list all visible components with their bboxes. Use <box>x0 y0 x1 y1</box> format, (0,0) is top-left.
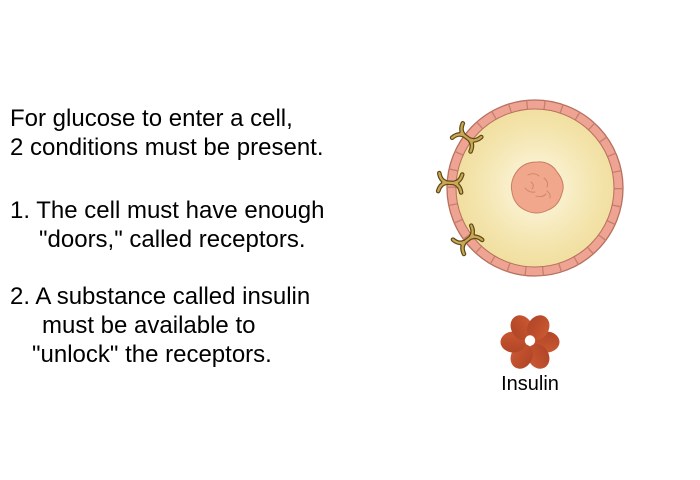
intro-paragraph: For glucose to enter a cell, 2 condition… <box>10 104 430 162</box>
condition-1-line-1: 1. The cell must have enough <box>10 197 325 224</box>
insulin-receptor-1 <box>449 121 484 154</box>
nucleus-body <box>510 161 564 214</box>
insulin-petal <box>527 343 550 369</box>
condition-1-line-2: "doors," called receptors. <box>39 226 306 253</box>
receptor-fill <box>437 172 464 194</box>
condition-2-line-3: "unlock" the receptors. <box>32 341 272 368</box>
insulin-label: Insulin <box>501 373 559 395</box>
insulin-petal <box>510 315 533 341</box>
nucleus-texture <box>524 173 551 199</box>
intro-line-2: 2 conditions must be present. <box>10 134 324 161</box>
condition-1: 1. The cell must have enough "doors," ca… <box>10 196 430 254</box>
condition-2-line-2: must be available to <box>42 312 256 339</box>
body-text: For glucose to enter a cell, 2 condition… <box>10 104 430 369</box>
intro-line-1: For glucose to enter a cell, <box>10 105 293 132</box>
insulin-center-hole <box>524 335 536 346</box>
insulin-flower <box>500 315 560 369</box>
receptor-fill <box>451 122 483 153</box>
nucleus <box>510 161 564 214</box>
receptor-fill <box>451 224 484 256</box>
condition-2: 2. A substance called insulin must be av… <box>10 282 430 369</box>
cell-illustration <box>435 99 624 277</box>
insulin-petal <box>527 315 550 341</box>
insulin-molecule <box>500 315 560 369</box>
membrane-segments <box>447 100 623 276</box>
insulin-receptor-2 <box>435 170 465 195</box>
insulin-receptor-3 <box>450 223 485 257</box>
condition-2-line-1: 2. A substance called insulin <box>10 283 311 310</box>
